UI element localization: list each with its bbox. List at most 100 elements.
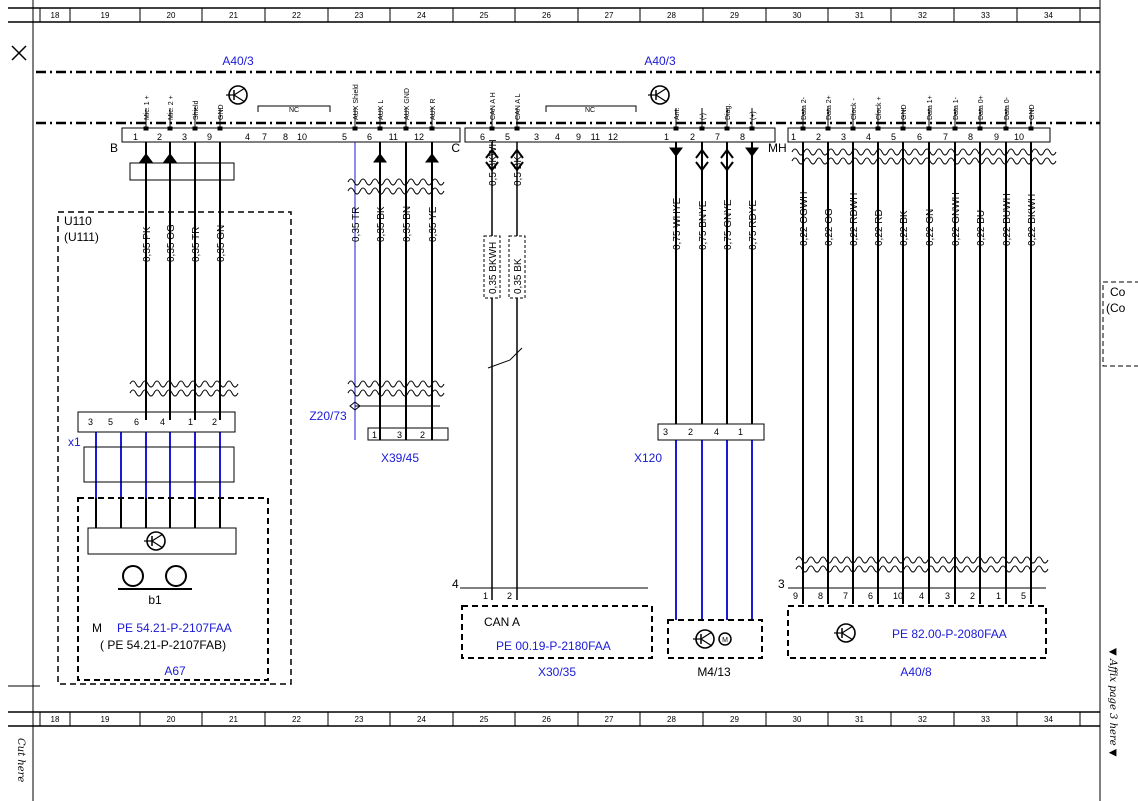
ruler-number: 34 (1044, 715, 1053, 724)
m4-transistor-symbol-lead (700, 638, 713, 647)
pin-mh-number: 9 (994, 132, 999, 142)
pin-mh-contact (952, 126, 958, 131)
can-double-arrow (510, 148, 524, 172)
aux-break-wave (347, 178, 445, 186)
aux-wire-label: 0,35 BK (376, 206, 387, 242)
x39-connector-body (367, 427, 449, 441)
pin-b-number: 3 (182, 132, 187, 142)
a67-break-box (129, 162, 235, 181)
x30-ref: PE 00.19-P-2180FAA (496, 639, 611, 653)
ruler-number: 33 (981, 11, 990, 20)
aux-break-wave-lower (347, 389, 445, 397)
pin-b-contact (377, 126, 383, 131)
pin-mh-number: 10 (1014, 132, 1024, 142)
pin-b-number: 1 (133, 132, 138, 142)
pin-b-number: 6 (367, 132, 372, 142)
pin-c-number: 4 (555, 132, 560, 142)
ruler-number: 21 (229, 11, 238, 20)
pin-mh-contact (926, 126, 932, 131)
x39-label: X39/45 (381, 451, 419, 465)
pin-c-number: 12 (608, 132, 618, 142)
data-break-wave-top (791, 148, 1057, 156)
b1-speaker-left (122, 565, 144, 587)
ruler-number: 21 (229, 715, 238, 724)
ruler-number: 26 (542, 715, 551, 724)
data-break-wave-bottom (795, 556, 1049, 564)
a67-ref-2: ( PE 54.21-P-2107FAB) (100, 638, 226, 652)
x30-number-label: 4 (452, 577, 459, 591)
ruler-number: 20 (167, 11, 176, 20)
pin-b-label: Shield (193, 100, 200, 120)
pin-mh-number: 4 (866, 132, 871, 142)
affix-label: ▼ Affix page 3 here ▼ (1107, 648, 1118, 757)
pin-b-label: AUX Shield (353, 84, 360, 120)
m4-box (667, 619, 763, 659)
ruler-number: 34 (1044, 11, 1053, 20)
ant-wire-label: 0,75 WHYE (672, 197, 683, 250)
x120-connector-body (657, 423, 765, 441)
pin-c-number: 11 (591, 132, 600, 142)
a40-8-pin-number: 9 (793, 591, 798, 601)
data-wire-label: 0,22 BU (976, 210, 987, 246)
a40-3-label-right: A40/3 (644, 54, 676, 68)
connector-mh-body (787, 127, 1051, 143)
connector-lines (36, 70, 1100, 143)
ant-wire-label: 0,75 RDYE (748, 200, 759, 250)
x1-connector-body (77, 411, 236, 433)
pin-c-number: 2 (690, 132, 695, 142)
scissors-icon (11, 45, 27, 61)
ant-wire-label: 0,75 GNYE (723, 199, 734, 250)
pin-c-number: 8 (740, 132, 745, 142)
right-partial-box (1102, 281, 1138, 367)
data-wire-label: 0,22 GN (925, 209, 936, 246)
can-wire-box (483, 235, 501, 299)
a40-8-ref: PE 82.00-P-2080FAA (892, 627, 1007, 641)
pin-mh-contact (825, 126, 831, 131)
u110-label: U110 (64, 214, 92, 228)
pin-mh-number: 2 (816, 132, 821, 142)
ruler-number: 18 (51, 715, 60, 724)
wire-group (95, 142, 1032, 620)
a40-8-pin-number: 6 (868, 591, 873, 601)
pin-mh-label: GND (901, 104, 908, 120)
transistor-symbol-b-lead (233, 94, 246, 103)
can-wire-box (508, 235, 526, 299)
x120-pin-number: 1 (738, 427, 743, 437)
a40-8-pin-number: 1 (996, 591, 1001, 601)
ruler-number: 26 (542, 11, 551, 20)
x120-pin-number: 4 (714, 427, 719, 437)
pin-c-label: Diag. (725, 104, 732, 120)
ruler-number: 30 (793, 11, 802, 20)
x1-pin-number: 2 (212, 417, 217, 427)
pin-b-number: 2 (157, 132, 162, 142)
pin-arrow (373, 153, 387, 163)
x1-pin-number: 1 (188, 417, 193, 427)
a67-wire-label: 0,35 TR (191, 227, 202, 262)
ruler-number: 31 (855, 11, 864, 20)
ruler-number: 27 (605, 715, 614, 724)
connector-c-body (464, 127, 776, 143)
pin-arrow (139, 153, 153, 163)
pin-mh-number: 7 (943, 132, 948, 142)
pin-mh-label: GND (1029, 104, 1036, 120)
pin-mh-contact (1028, 126, 1034, 131)
ruler-number: 32 (918, 715, 927, 724)
x1-mating-body (83, 446, 235, 483)
pin-c-label: Ant. (674, 107, 681, 120)
pin-c-contact (699, 126, 705, 131)
a67-label: A67 (164, 664, 186, 678)
ruler-number: 24 (417, 715, 426, 724)
a67-inner-box (77, 497, 269, 681)
pin-b-contact (167, 126, 173, 131)
pin-b-label: Mic. 1 + (144, 95, 151, 120)
connector-mh-label: MH (768, 141, 787, 155)
pin-b-number: 10 (297, 132, 307, 142)
b1-block (87, 527, 237, 555)
aux-wire-label: 0,35 TR (351, 207, 362, 242)
pin-b-label: AUX R (430, 99, 437, 120)
x30-box (461, 605, 653, 659)
a67-break-wave (129, 380, 239, 388)
pin-c-contact (724, 126, 730, 131)
pin-b-label: AUX L (378, 100, 385, 120)
